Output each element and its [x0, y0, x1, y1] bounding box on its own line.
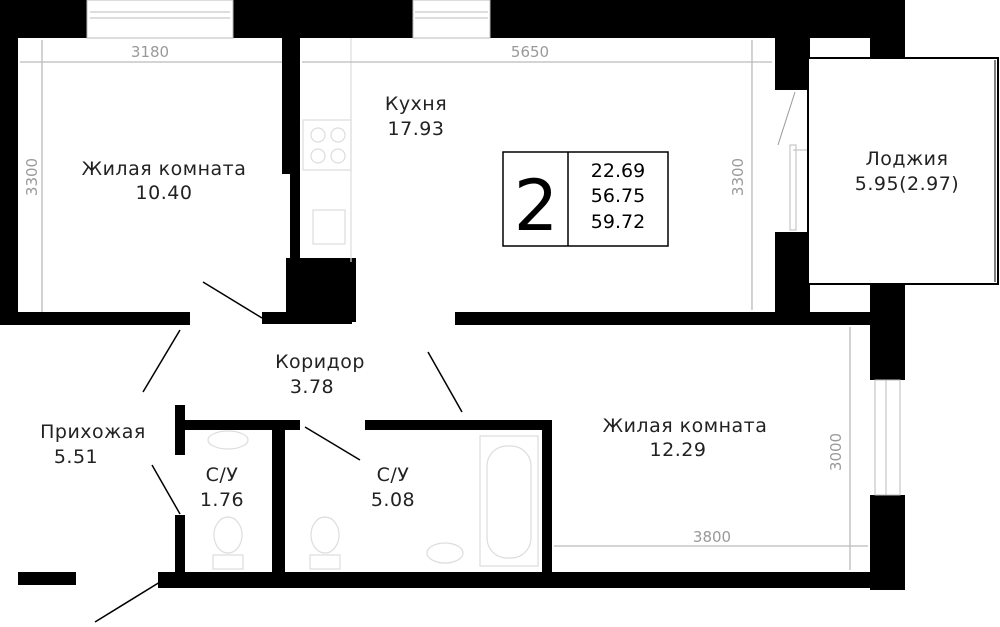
room-area-loggia: 5.95(2.97): [855, 173, 959, 195]
loggia-outline: [807, 57, 999, 285]
dimension-lines: [20, 40, 868, 570]
room-name-hallway: Прихожая: [40, 421, 146, 443]
bathroom-fixtures: [207, 430, 539, 570]
room-area-wc2: 5.08: [371, 489, 415, 511]
room-name-living1: Жилая комната: [82, 158, 247, 180]
room-area-living2: 12.29: [650, 439, 707, 461]
room-name-corridor: Коридор: [275, 351, 365, 373]
room-area-kitchen: 17.93: [388, 118, 445, 140]
room-area-hallway: 5.51: [54, 446, 98, 468]
dim-room1-height: 3300: [23, 158, 41, 196]
total-area: 56.75: [591, 185, 645, 207]
room-area-corridor: 3.78: [290, 376, 334, 398]
door-swings: [94, 91, 796, 623]
room-name-wc2: С/У: [377, 464, 410, 486]
kitchen-fixtures: [302, 38, 352, 262]
total-area-with-loggia: 59.72: [591, 211, 645, 233]
walls: [0, 0, 905, 590]
dim-kitchen-height: 3300: [729, 158, 747, 196]
dim-kitchen-width: 5650: [511, 43, 549, 61]
dim-room1-width: 3180: [131, 43, 169, 61]
room-name-loggia: Лоджия: [866, 148, 949, 170]
room-name-wc1: С/У: [206, 464, 239, 486]
rooms-count: 2: [514, 165, 559, 247]
dim-room2-width: 3800: [693, 528, 731, 546]
dim-room2-height: 3000: [827, 433, 845, 471]
room-area-living1: 10.40: [136, 182, 193, 204]
room-area-wc1: 1.76: [200, 489, 244, 511]
room-name-kitchen: Кухня: [385, 93, 447, 115]
living-area: 22.69: [591, 160, 645, 182]
room-name-living2: Жилая комната: [603, 415, 768, 437]
summary-box: 2 22.69 56.75 59.72: [502, 151, 669, 247]
